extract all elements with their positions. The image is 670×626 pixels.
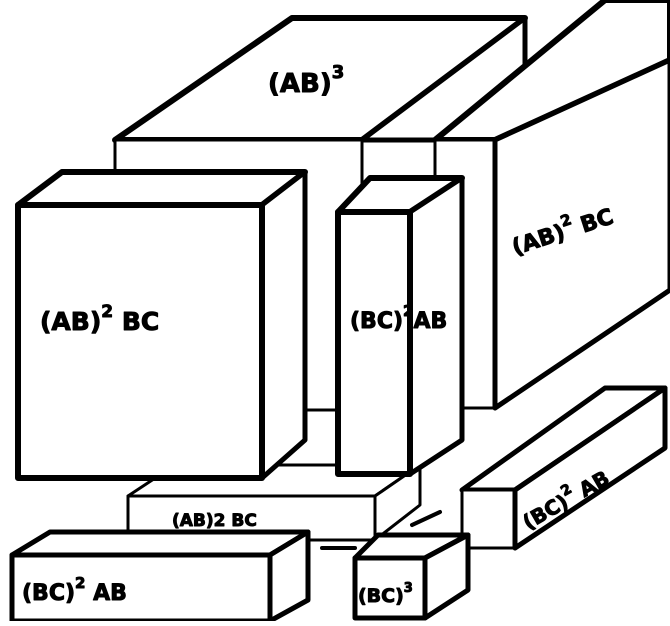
label-bc-sq-ab-middle: (BC)2AB (350, 302, 447, 334)
block-ab-sq-bc-left-side (259, 169, 308, 481)
block-bc-sq-ab-middle-front (335, 209, 413, 477)
label-bc-cubed: (BC)3 (358, 581, 413, 607)
label-ab-sq-bc-left: (AB)2 BC (40, 302, 159, 336)
connector-dash-right (410, 510, 442, 527)
block-bc-sq-ab-right-low-face (512, 385, 668, 551)
block-ab-sq-bc-left-front (15, 202, 265, 481)
block-bc-cubed-front (352, 555, 428, 621)
label-ab-cubed: (AB)3 (268, 62, 344, 99)
block-bc-sq-ab-bottom: (BC)2 AB (9, 529, 311, 624)
block-ab-sq-bc-right-face (492, 57, 670, 411)
block-ab-sq-bc-right: (AB)2 BC (432, 0, 670, 411)
block-ab-sq-bc-left-top (15, 169, 308, 208)
block-ab-sq-bc-left: (AB)2 BC (15, 169, 308, 481)
block-bc-sq-ab-middle: (BC)2AB (335, 175, 465, 477)
block-bc-cubed: (BC)3 (352, 532, 471, 621)
block-bc-sq-ab-right-low: (BC)2 AB (459, 385, 668, 551)
label-bc-sq-ab-bottom: (BC)2 AB (22, 574, 127, 606)
block-bc-sq-ab-bottom-top (9, 529, 311, 558)
label-ab2-bc-slab: (AB)2 BC (172, 511, 257, 531)
